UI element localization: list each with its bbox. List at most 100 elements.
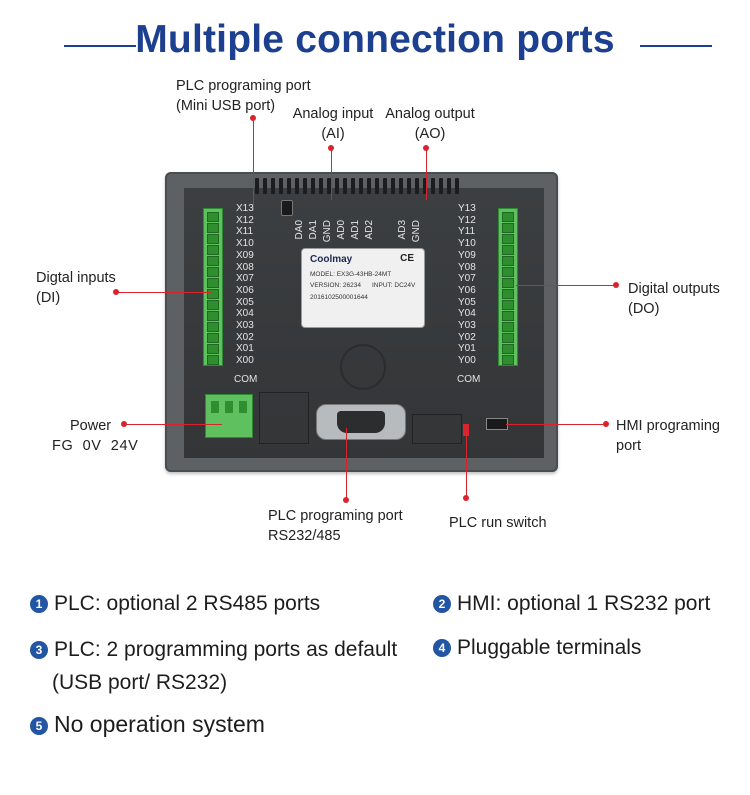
label-digital-inputs-line2: (DI) — [36, 290, 61, 306]
hmi-usb-port — [486, 418, 508, 430]
callout-dot-mini-usb — [250, 115, 256, 121]
output-label: Y02 — [458, 331, 476, 343]
terminal-pin — [502, 289, 514, 299]
terminal-pin — [207, 278, 219, 288]
output-label: Y04 — [458, 308, 476, 320]
label-digital-inputs-line1: Digtal inputs — [36, 270, 116, 286]
vent-slot — [383, 178, 387, 194]
vent-slot — [431, 178, 435, 194]
label-digital-outputs: Digital outputs (DO) — [628, 279, 720, 319]
output-label: Y11 — [458, 226, 476, 238]
vent-slot — [455, 178, 459, 194]
terminal-pin — [502, 256, 514, 266]
input-label: X07 — [236, 273, 254, 285]
vent-slot — [399, 178, 403, 194]
feature-1-number: 1 — [30, 595, 48, 613]
analog-pin-label: AD3 — [397, 220, 408, 240]
label-analog-output: Analog output (AO) — [382, 104, 478, 144]
input-label: X09 — [236, 249, 254, 261]
com-label-right: COM — [457, 374, 481, 385]
analog-pin-label: AD2 — [364, 220, 375, 240]
output-label: Y10 — [458, 238, 476, 250]
label-analog-output-line2: (AO) — [414, 126, 446, 142]
mini-usb-port — [281, 200, 293, 216]
vent-slot — [271, 178, 275, 194]
power-pin-0v — [225, 401, 233, 413]
label-analog-input-line1: Analog input — [292, 106, 374, 122]
label-analog-input-line2: (AI) — [321, 126, 345, 142]
run-switch — [463, 424, 469, 436]
callout-line-plc-rs232 — [346, 428, 347, 500]
feature-2-text: HMI: optional 1 RS232 port — [457, 592, 711, 615]
label-digital-outputs-line1: Digital outputs — [628, 281, 720, 297]
nameplate-brand: Coolmay — [310, 254, 353, 265]
page-title: Multiple connection ports — [135, 18, 615, 61]
hmi-port-outline — [412, 414, 462, 444]
terminal-pin — [207, 311, 219, 321]
vent-slot — [367, 178, 371, 194]
terminal-pin — [502, 322, 514, 332]
callout-line-mini-usb — [253, 118, 254, 208]
vent-slot — [391, 178, 395, 194]
title-rule-left — [64, 45, 136, 47]
label-digital-outputs-line2: (DO) — [628, 301, 660, 317]
analog-pin-label: DA1 — [308, 220, 319, 240]
output-label: Y03 — [458, 320, 476, 331]
vent-slot — [327, 178, 331, 194]
ce-mark: CE — [400, 253, 414, 264]
com-label-left: COM — [234, 374, 258, 385]
feature-1-text: PLC: optional 2 RS485 ports — [54, 592, 321, 615]
label-power-line1: Power — [70, 418, 112, 434]
terminal-pin — [502, 223, 514, 233]
terminal-pin — [207, 300, 219, 310]
input-label: X08 — [236, 261, 254, 273]
feature-4-text: Pluggable terminals — [457, 636, 642, 659]
output-label: Y06 — [458, 284, 476, 296]
callout-line-analog-output — [426, 148, 427, 200]
callout-dot-run-switch — [463, 495, 469, 501]
terminal-pin — [207, 355, 219, 365]
label-plc-mini-usb-line2: (Mini USB port) — [176, 98, 276, 114]
terminal-pin — [207, 256, 219, 266]
label-power-line2: FG 0V 24V — [52, 438, 139, 454]
nameplate-input: INPUT: DC24V — [372, 282, 416, 289]
analog-pin-label: AD0 — [336, 220, 347, 240]
output-label: Y00 — [458, 355, 476, 367]
feature-3-number: 3 — [30, 641, 48, 659]
label-analog-output-line1: Analog output — [385, 106, 475, 122]
output-label: Y12 — [458, 214, 476, 226]
digital-output-terminal-block — [498, 208, 518, 366]
nameplate-version: VERSION: 26234 — [310, 282, 361, 289]
terminal-pin — [207, 245, 219, 255]
vent-slot — [415, 178, 419, 194]
callout-line-hmi-port — [506, 424, 606, 425]
label-plc-mini-usb: PLC programing port (Mini USB port) — [176, 76, 311, 116]
terminal-pin — [207, 289, 219, 299]
vent-slot — [263, 178, 267, 194]
label-plc-mini-usb-line1: PLC programing port — [176, 78, 311, 94]
input-label: X06 — [236, 284, 254, 296]
vent-slot — [279, 178, 283, 194]
vent-slot — [359, 178, 363, 194]
digital-input-terminal-block — [203, 208, 223, 366]
terminal-pin — [207, 344, 219, 354]
feature-5-number: 5 — [30, 717, 48, 735]
input-label: X04 — [236, 308, 254, 320]
power-pin-24v — [239, 401, 247, 413]
input-label: X13 — [236, 203, 254, 214]
feature-1: 1 PLC: optional 2 RS485 ports — [30, 591, 320, 617]
analog-pin-label: AD1 — [350, 220, 361, 240]
terminal-pin — [502, 267, 514, 277]
feature-4: 4 Pluggable terminals — [433, 635, 641, 661]
title-rule-right — [640, 45, 712, 47]
db9-connector-face — [337, 411, 385, 433]
label-power: Power FG 0V 24V — [52, 416, 138, 456]
terminal-pin — [502, 212, 514, 222]
vent-slot — [319, 178, 323, 194]
nameplate-serial: 2016102500001644 — [310, 294, 368, 301]
input-label: X02 — [236, 331, 254, 343]
feature-4-number: 4 — [433, 639, 451, 657]
